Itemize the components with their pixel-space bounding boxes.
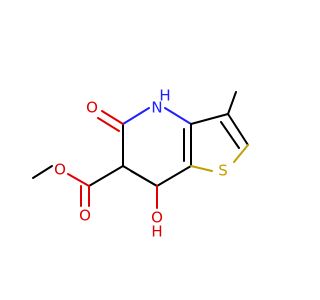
atom-o-ketone: O — [86, 99, 98, 117]
atom-h-hydroxyl: H — [151, 223, 162, 241]
molecule-diagram: O H N S O H O O — [32, 87, 249, 241]
atom-o-ester-carbonyl: O — [79, 207, 91, 225]
bond-o-methyl — [32, 165, 53, 179]
bond-c3-c2 — [227, 113, 249, 146]
bond-c5-o-double — [97, 117, 120, 132]
bond-c2-s1 — [233, 144, 249, 163]
bond-n4-c5 — [122, 107, 150, 125]
bond-s1-c7a — [190, 165, 213, 172]
bond-cester-o-link — [67, 173, 90, 187]
bond-c6-c7-double — [130, 170, 158, 187]
atom-s: S — [218, 162, 228, 180]
atom-h-on-nitrogen: H — [159, 87, 170, 105]
bond-c3a-c3 — [190, 113, 229, 125]
bond-c5-o — [101, 110, 124, 125]
structure-drawing: O H N S O H O O — [32, 87, 249, 241]
bond-c7-c7a — [156, 165, 192, 187]
atom-o-hydroxyl: O — [151, 209, 163, 227]
bond-c6-cester — [88, 165, 124, 187]
bond-c3-c2-double — [220, 121, 240, 149]
bond-c3a-n4 — [164, 107, 192, 125]
atom-n: N — [151, 99, 162, 117]
bond-methyl — [227, 91, 237, 115]
atom-o-ester-link: O — [54, 161, 66, 179]
